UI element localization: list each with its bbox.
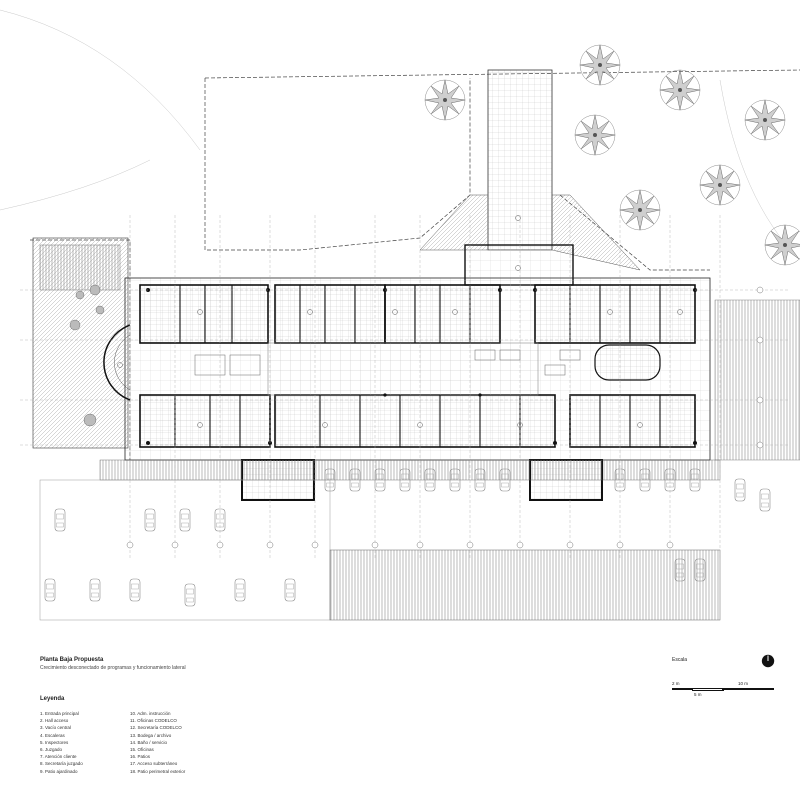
site-thin-lines <box>0 9 800 261</box>
courtyard-plants <box>69 284 105 427</box>
legend-item: 10. Adm. instrucción <box>130 711 171 716</box>
legend-column-left: 1. Entrada principal 2. Hall acceso 3. V… <box>40 710 83 775</box>
legend-item: 18. Patio perimetral exterior <box>130 768 186 774</box>
legend-item: 11. Oficinas CODELCO <box>130 718 177 724</box>
legend-item: 17. Acceso subterráneo <box>130 761 178 767</box>
scale-label: 2 m <box>672 681 680 686</box>
scale-segment <box>722 688 774 690</box>
drawing-subtitle: Crecimiento desconectado de programas y … <box>40 665 186 671</box>
scale-segment <box>692 688 724 691</box>
legend-item: 4. Escaleras <box>40 732 65 738</box>
parking-strip-south <box>329 549 721 621</box>
grid-axis-markers <box>126 286 764 549</box>
scale-bar: 2 m 5 m 10 m <box>672 681 774 697</box>
legend-item: 6. Juzgado <box>40 747 63 753</box>
legend-item: 14. Baño / servicio <box>130 739 168 745</box>
legend-item: 16. Patios <box>130 754 151 760</box>
grid-axes <box>20 215 790 560</box>
scale-label: 5 m <box>694 692 702 697</box>
legend-item: 2. Hall acceso <box>40 718 69 724</box>
legend-item: 12. Secretaría CODELCO <box>130 725 182 731</box>
legend-item: 8. Secretaría juzgado <box>40 761 83 767</box>
west-stair <box>39 244 121 291</box>
north-arrow-icon <box>761 654 775 668</box>
scale-label: 10 m <box>738 681 749 686</box>
legend-item: 5. Inspectores <box>40 739 69 745</box>
legend-column-right: 10. Adm. instrucción 11. Oficinas CODELC… <box>130 710 185 775</box>
scale-title: Escala <box>672 657 688 663</box>
floor-plan-drawing <box>0 9 800 621</box>
legend-item: 9. Patio ajardinado <box>40 768 78 774</box>
legend-title: Leyenda <box>40 696 65 702</box>
drawing-title: Planta Baja Propuesta <box>40 657 104 663</box>
legend-item: 13. Bodega / archivo <box>130 732 172 738</box>
legend-item: 1. Entrada principal <box>40 711 79 716</box>
access-ramp-right <box>551 194 641 271</box>
legend-item: 3. Vacío central <box>40 725 71 731</box>
access-ramp-left <box>419 194 489 251</box>
parking-strip-east <box>714 299 800 461</box>
legend-item: 7. Atención cliente <box>40 754 77 760</box>
legend-item: 15. Oficinas <box>130 747 154 753</box>
scale-segment <box>672 688 692 690</box>
